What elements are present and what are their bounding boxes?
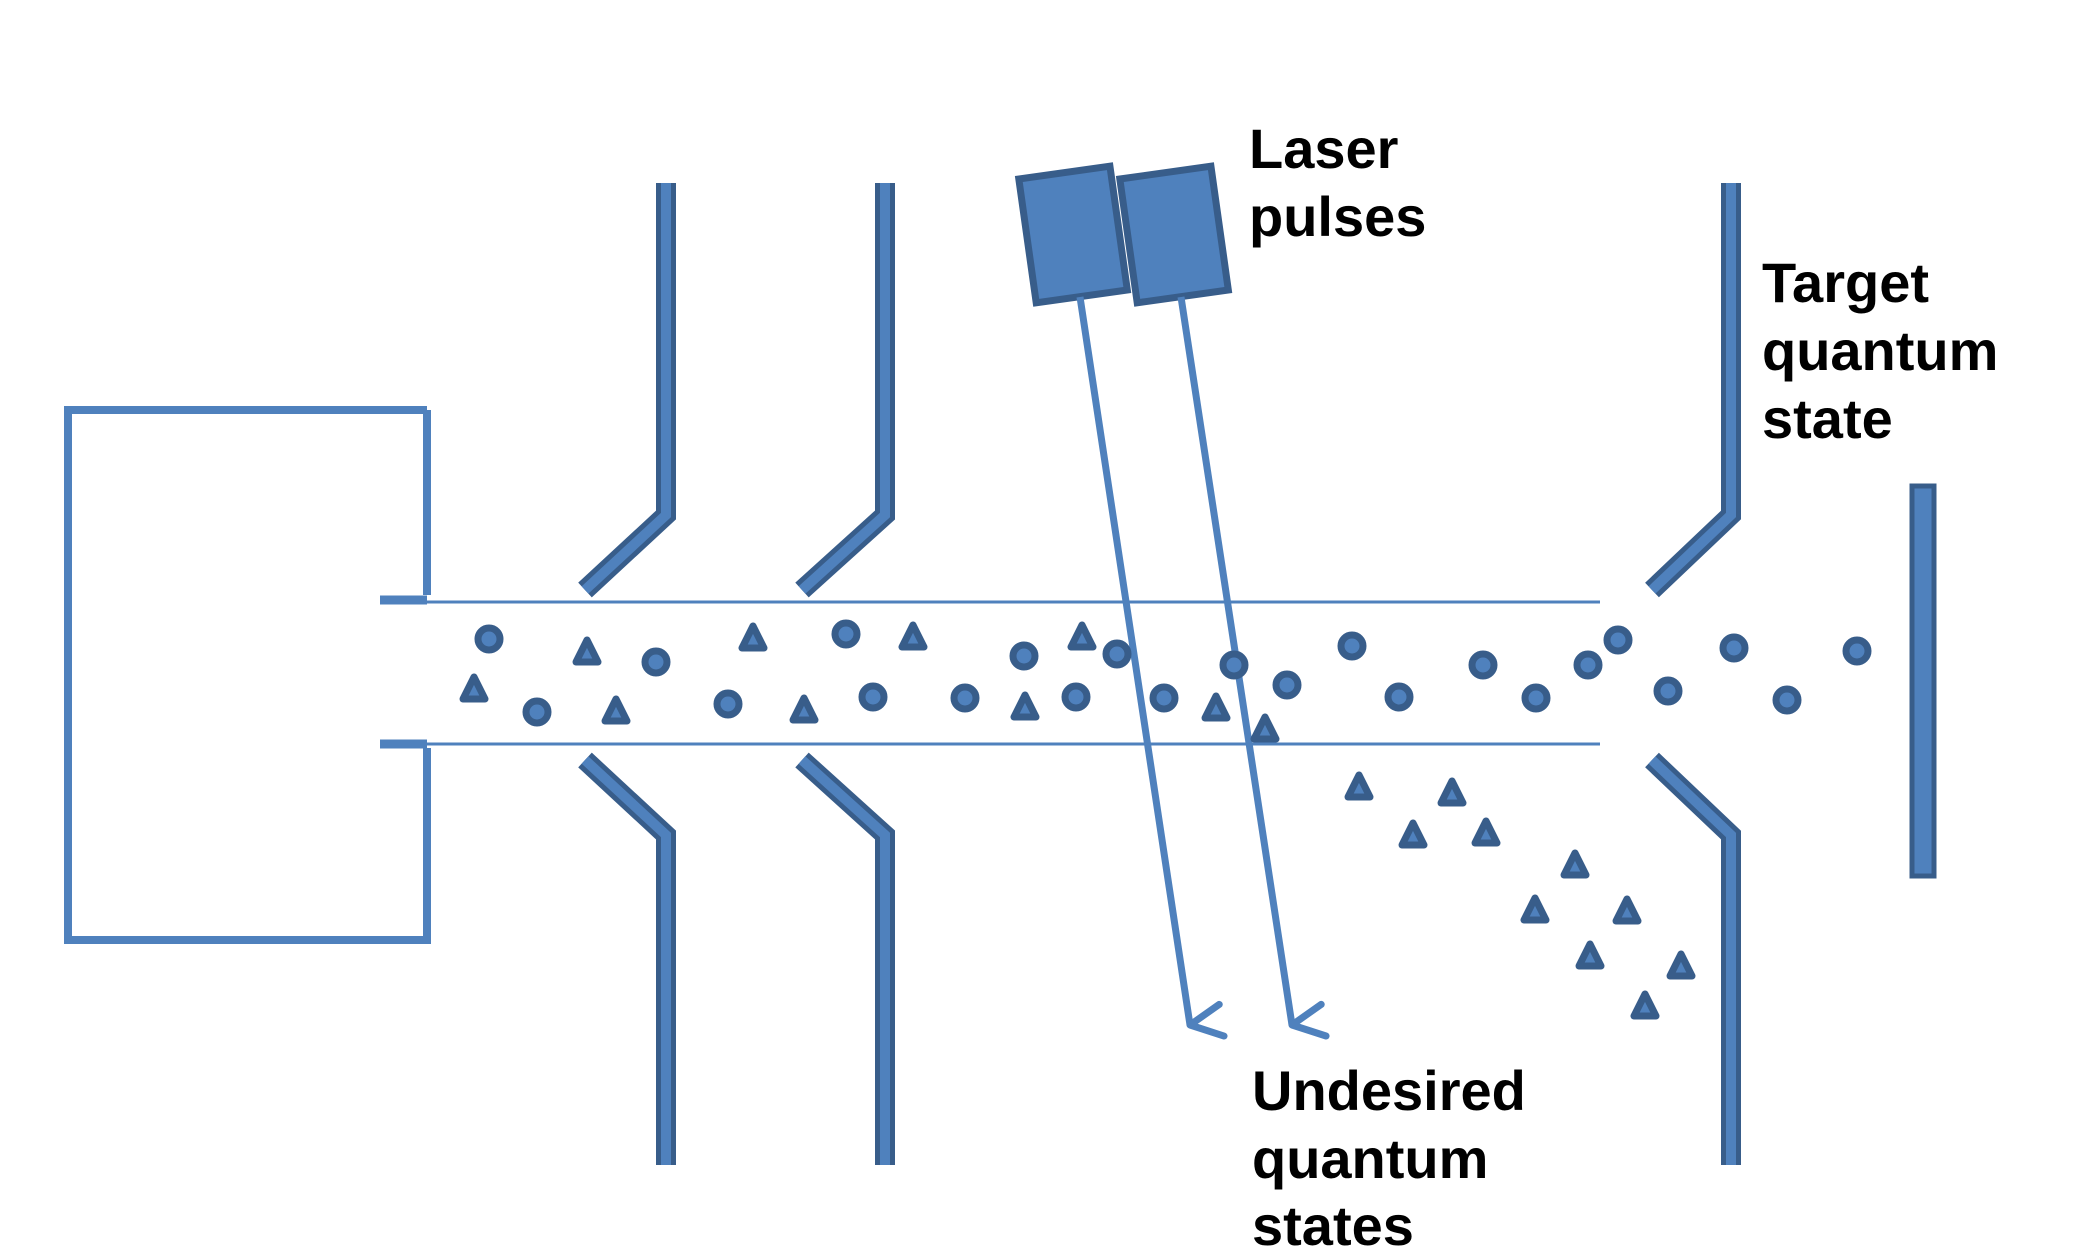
circle-particle	[641, 647, 671, 677]
circle-particle	[1102, 639, 1132, 669]
laser-pulses-label: Laser pulses	[1249, 117, 1426, 248]
skimmer-plate-1	[578, 183, 676, 1165]
triangle-particle	[1630, 990, 1660, 1020]
triangle-particle	[1560, 849, 1590, 879]
triangle-particle	[789, 694, 819, 724]
source-chamber	[64, 406, 431, 944]
triangle-particle	[1067, 621, 1097, 651]
triangle-particle	[601, 695, 631, 725]
circle-particle	[522, 697, 552, 727]
laser-2	[1115, 162, 1330, 1040]
circle-particle	[831, 619, 861, 649]
triangle-particle	[1398, 819, 1428, 849]
triangle-particle	[1471, 817, 1501, 847]
circle-particle	[713, 689, 743, 719]
circle-particle	[858, 682, 888, 712]
triangle-particle	[898, 621, 928, 651]
laser-1	[1014, 162, 1228, 1040]
circle-particle	[950, 683, 980, 713]
circle-particle	[1219, 650, 1249, 680]
triangle-particle	[1010, 691, 1040, 721]
target-state-label: Target quantum state	[1762, 251, 2014, 450]
target-detector-plate	[1909, 483, 1937, 879]
circle-particle	[1468, 650, 1498, 680]
circle-particle	[1719, 633, 1749, 663]
undesired-states-label: Undesired quantum states	[1252, 1059, 1541, 1250]
triangle-particle	[459, 673, 489, 703]
skimmer-plate-2	[795, 183, 895, 1165]
circle-particle	[1772, 685, 1802, 715]
skimmer-plate-3	[1645, 183, 1741, 1165]
triangle-particle	[1520, 894, 1550, 924]
circle-particle	[1842, 636, 1872, 666]
circle-particle	[1149, 683, 1179, 713]
particles	[459, 619, 1872, 1020]
circle-particle	[1573, 650, 1603, 680]
triangle-particle	[738, 622, 768, 652]
circle-particle	[1337, 631, 1367, 661]
triangle-particle	[1575, 940, 1605, 970]
triangle-particle	[1666, 950, 1696, 980]
triangle-particle	[1612, 895, 1642, 925]
circle-particle	[1521, 683, 1551, 713]
circle-particle	[1603, 625, 1633, 655]
triangle-particle	[1250, 713, 1280, 743]
laser-1-beam-arrow	[1076, 296, 1228, 1040]
triangle-particle	[572, 636, 602, 666]
circle-particle	[1061, 682, 1091, 712]
triangle-particle	[1437, 777, 1467, 807]
circle-particle	[474, 624, 504, 654]
circle-particle	[1272, 670, 1302, 700]
circle-particle	[1653, 676, 1683, 706]
circle-particle	[1009, 641, 1039, 671]
circle-particle	[1384, 682, 1414, 712]
triangle-particle	[1201, 692, 1231, 722]
triangle-particle	[1344, 771, 1374, 801]
